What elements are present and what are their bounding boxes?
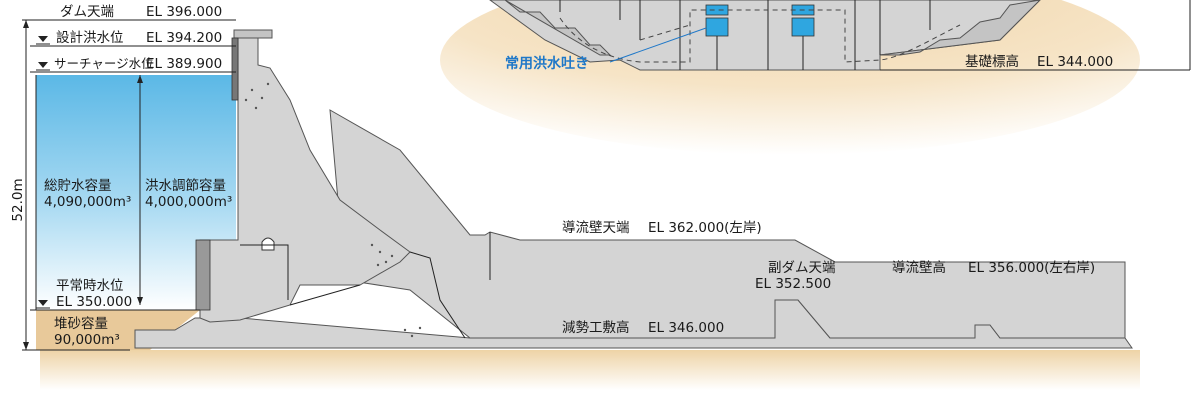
flood-control-name: 洪水調節容量	[145, 177, 226, 194]
sediment-value: 90,000m³	[54, 332, 120, 348]
left-abutment	[504, 0, 612, 56]
downstream-ground	[40, 350, 1140, 390]
foundation-level-name: 基礎標高	[965, 53, 1019, 70]
dimension-lines: 52.0m	[10, 19, 236, 351]
sub-dam-crest-value: EL 352.500	[755, 276, 831, 292]
main-dam-section	[134, 29, 1133, 349]
stilling-basin-floor-value: EL 346.000	[648, 320, 724, 336]
conduit-1	[705, 4, 729, 16]
inspection-gallery	[261, 237, 275, 251]
right-abutment	[879, 0, 1041, 56]
normal-water-level-value: EL 350.000	[56, 294, 132, 310]
design-flood-level-value: EL 394.200	[146, 30, 222, 46]
total-storage-name: 総貯水容量	[44, 177, 112, 194]
conduit-2	[705, 17, 729, 37]
aggregate-dots	[244, 82, 422, 338]
guide-wall-height-value: EL 356.000(左右岸)	[968, 260, 1095, 276]
surcharge-level-name: サーチャージ水位	[54, 56, 154, 71]
normal-water-level-name: 平常時水位	[56, 278, 124, 294]
design-flood-level-name: 設計洪水位	[56, 30, 124, 46]
sub-dam-crest-name: 副ダム天端	[768, 260, 836, 276]
dam-body	[199, 37, 411, 323]
regular-spillway-label: 常用洪水吐き	[505, 55, 589, 72]
guide-wall-crest-value: EL 362.000(左岸)	[648, 220, 762, 236]
foundation-level-value: EL 344.000	[1037, 54, 1113, 70]
guide-wall-height-name: 導流壁高	[892, 259, 946, 276]
conduit-4	[791, 17, 815, 37]
foundation-dashed-outline	[559, 9, 961, 63]
guide-wall	[329, 109, 1126, 339]
stilling-basin-floor-name: 減勢工敷高	[562, 319, 630, 336]
dam-crest-value: EL 396.000	[146, 4, 222, 20]
spillway-front-view: 常用洪水吐き 基礎標高 EL 344.000	[440, 0, 1191, 155]
surcharge-level-value: EL 389.900	[146, 56, 222, 72]
dam-crest-name: ダム天端	[60, 4, 114, 20]
total-storage-value: 4,090,000m³	[44, 194, 131, 210]
guide-wall-crest-name: 導流壁天端	[562, 220, 630, 236]
sediment-name: 堆砂容量	[54, 315, 108, 332]
dam-height-label: 52.0m	[10, 178, 26, 221]
flood-control-value: 4,000,000m³	[145, 194, 232, 210]
dam-crest	[233, 29, 273, 39]
